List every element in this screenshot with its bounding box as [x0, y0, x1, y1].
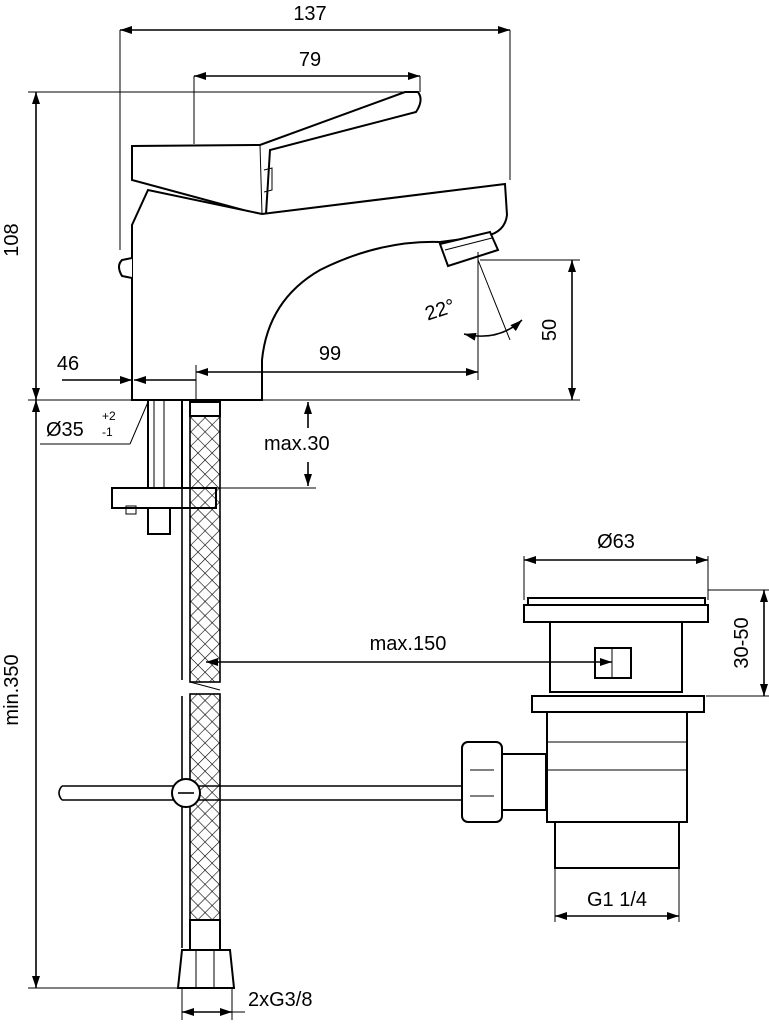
dim-hole-tolerance-minus: -1: [102, 425, 113, 439]
dim-plug-lift: 30-50: [731, 617, 753, 668]
dim-waste-diameter: Ø63: [597, 531, 635, 553]
flexible-hose-lower: [176, 693, 236, 989]
dim-waste-thread: G1 1/4: [587, 889, 647, 911]
dim-hose-length: min.350: [1, 654, 23, 725]
dim-mount-offset: 46: [57, 353, 79, 375]
pop-up-waste: [461, 597, 709, 869]
dim-deck-thickness: max.30: [264, 433, 330, 455]
flexible-hose-upper: [189, 401, 221, 691]
dim-lever-width: 79: [299, 49, 321, 71]
pull-rod: [58, 778, 468, 808]
dimension-lines: [28, 26, 769, 1020]
dim-spout-height: 50: [539, 319, 561, 341]
dim-spout-reach: 99: [319, 343, 341, 365]
dim-hose-thread: 2xG3/8: [248, 989, 312, 1011]
dim-hole-diameter: Ø35: [46, 419, 84, 441]
dim-hole-tolerance-plus: +2: [102, 409, 116, 423]
dim-height-total: 108: [1, 223, 23, 256]
dim-rod-distance: max.150: [370, 633, 447, 655]
faucet-body: [118, 91, 509, 401]
dimension-labels: 137 79 108 46 99 22° 50 Ø35 +2 -1 max.30…: [1, 3, 753, 1011]
dim-spout-angle: 22°: [422, 295, 458, 325]
dim-overall-width: 137: [293, 3, 326, 25]
